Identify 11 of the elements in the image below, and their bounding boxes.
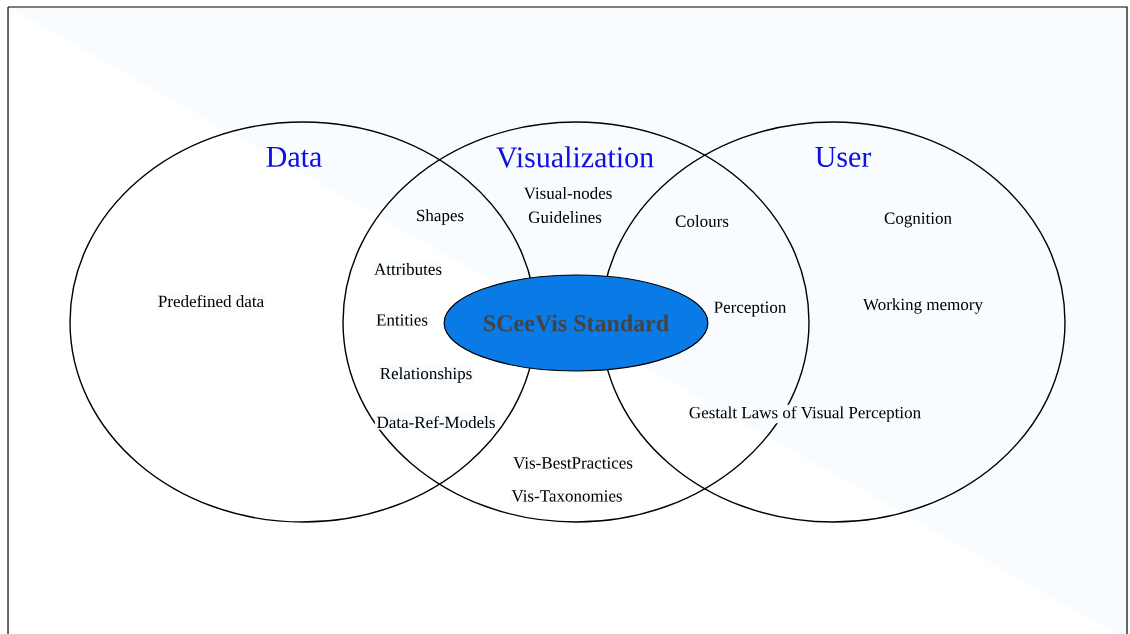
item-label: Vis-BestPractices	[511, 455, 635, 471]
item-label: Cognition	[882, 211, 954, 229]
item-label: Entities	[374, 312, 430, 328]
item-label: Perception	[712, 300, 788, 318]
item-label: Predefined data	[156, 293, 266, 309]
item-label: Attributes	[372, 261, 444, 277]
item-label: Data-Ref-Models	[375, 414, 497, 430]
item-label: Vis-Taxonomies	[509, 488, 625, 504]
item-label: Visual-nodes	[522, 185, 614, 201]
item-label: Gestalt Laws of Visual Perception	[687, 404, 923, 424]
item-label: Relationships	[378, 365, 474, 385]
